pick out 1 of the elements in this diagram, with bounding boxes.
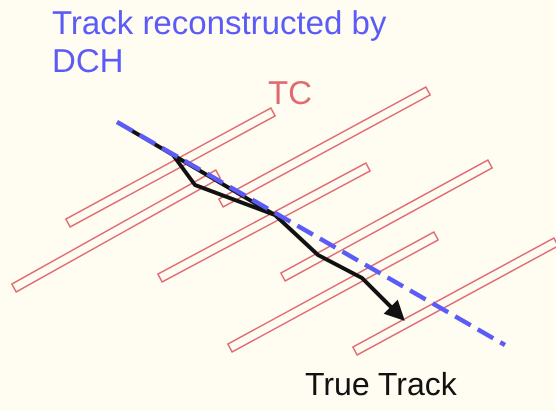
true-track-label: True Track — [305, 366, 458, 403]
